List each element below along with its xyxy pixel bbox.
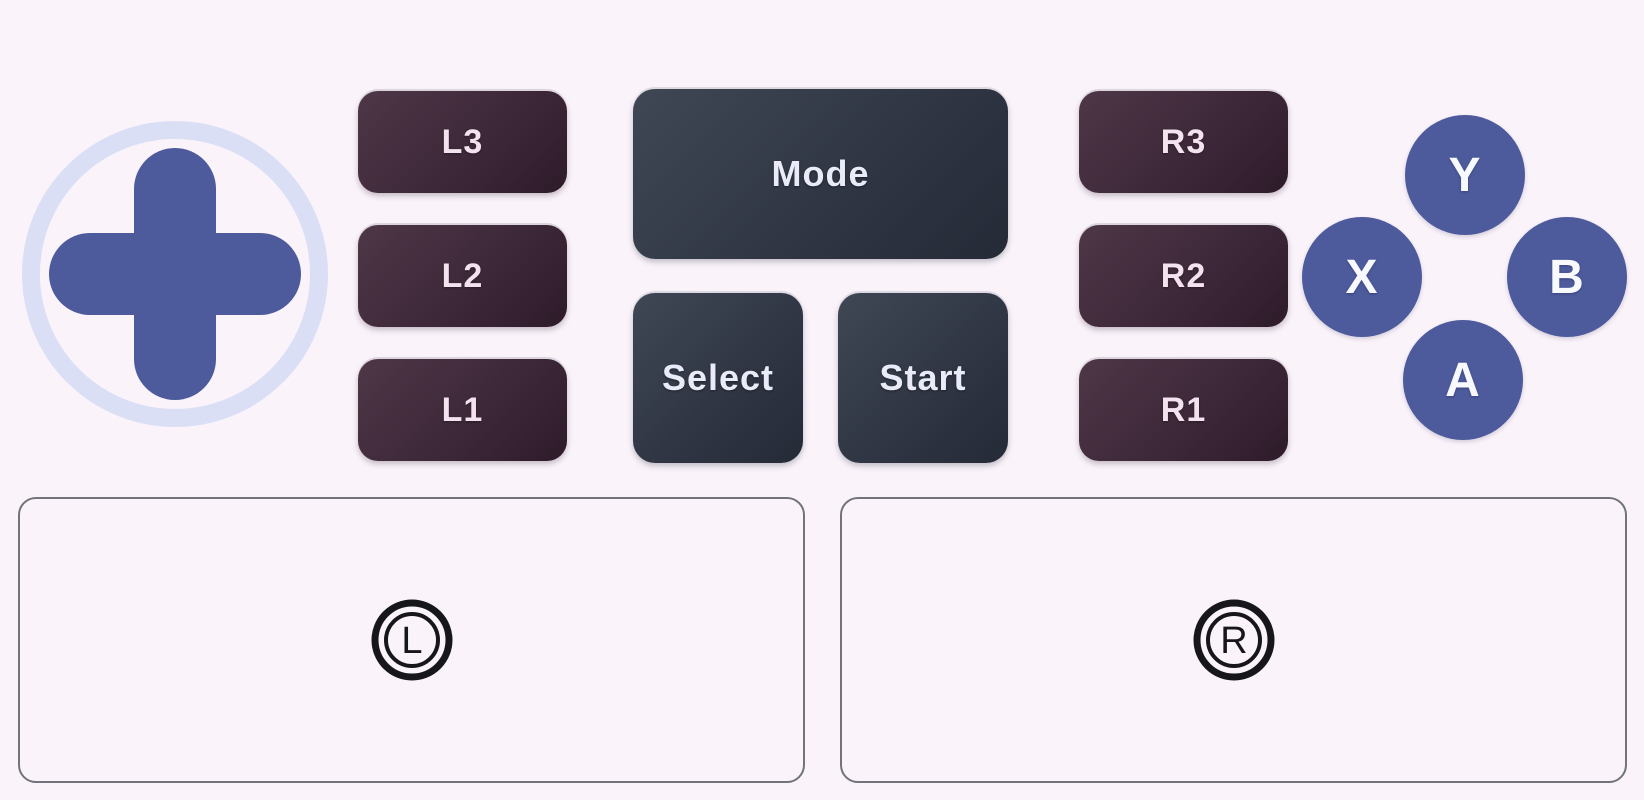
button-select[interactable]: Select <box>633 293 803 463</box>
button-r2[interactable]: R2 <box>1079 225 1288 327</box>
button-r3[interactable]: R3 <box>1079 91 1288 193</box>
dpad-cross-icon <box>49 233 301 315</box>
outer-circle <box>1193 599 1274 681</box>
dpad[interactable] <box>22 121 328 427</box>
left-stick-label: L <box>401 620 422 662</box>
button-a[interactable]: A <box>1403 320 1523 440</box>
inner-circle <box>1205 612 1262 668</box>
button-start[interactable]: Start <box>838 293 1008 463</box>
left-stick-panel: L <box>18 497 805 783</box>
button-x[interactable]: X <box>1302 217 1422 337</box>
right-stick-panel: R <box>840 497 1627 783</box>
button-mode[interactable]: Mode <box>633 89 1008 259</box>
button-l3[interactable]: L3 <box>358 91 567 193</box>
outer-circle <box>371 599 452 681</box>
circled-l-icon[interactable]: L <box>370 598 454 682</box>
circled-r-icon[interactable]: R <box>1192 598 1276 682</box>
right-stick-label: R <box>1220 620 1247 662</box>
button-l2[interactable]: L2 <box>358 225 567 327</box>
button-r1[interactable]: R1 <box>1079 359 1288 461</box>
button-b[interactable]: B <box>1507 217 1627 337</box>
inner-circle <box>383 612 440 668</box>
button-l1[interactable]: L1 <box>358 359 567 461</box>
button-y[interactable]: Y <box>1405 115 1525 235</box>
